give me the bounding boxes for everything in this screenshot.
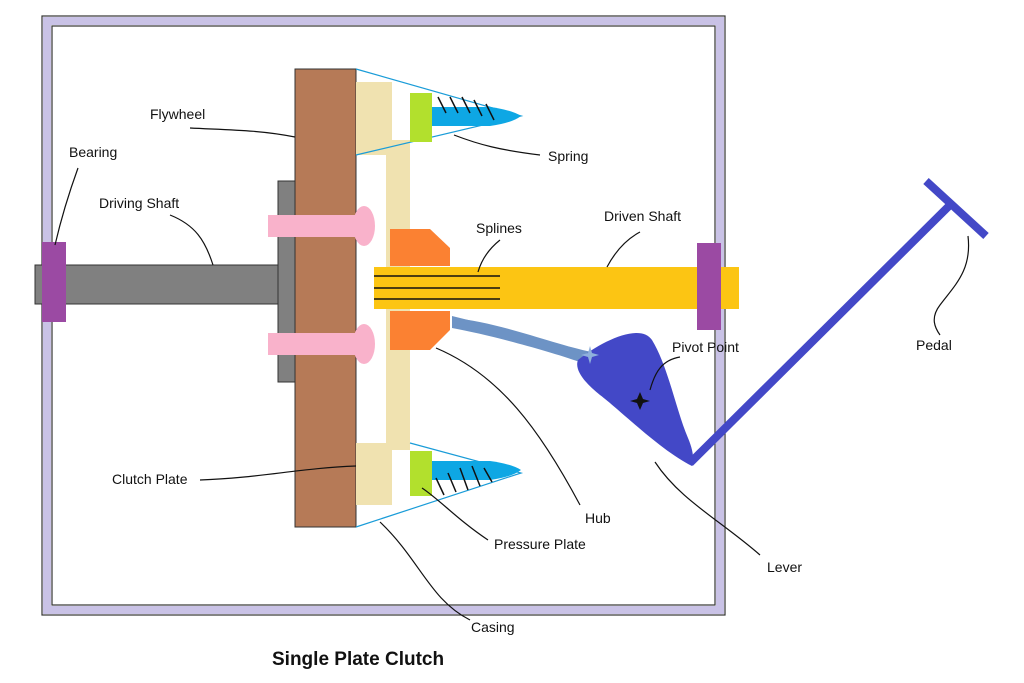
leader-pressure-plate (421, 487, 489, 541)
splines (374, 275, 500, 300)
bearing-right (697, 243, 721, 330)
spring-lower (410, 451, 521, 496)
leader-flywheel (189, 127, 296, 138)
label-bearing: Bearing (69, 144, 117, 160)
bearing-left (42, 242, 66, 322)
leader-pedal (933, 235, 970, 336)
clutch-plate-lower-block (356, 443, 392, 505)
link-joint-icon (581, 346, 599, 364)
leader-driven-shaft (606, 231, 641, 268)
casing-lower (355, 442, 524, 528)
label-pedal: Pedal (916, 337, 952, 353)
leader-hub (435, 347, 581, 506)
spring-upper (410, 93, 521, 142)
leader-lever (654, 461, 761, 556)
label-clutch-plate: Clutch Plate (112, 471, 188, 487)
diagram-title: Single Plate Clutch (272, 649, 444, 670)
hub-lower (390, 311, 450, 350)
label-lever: Lever (767, 559, 802, 575)
leader-driving-shaft (169, 214, 214, 266)
label-hub: Hub (585, 510, 611, 526)
label-pressure-plate: Pressure Plate (494, 536, 586, 552)
label-splines: Splines (476, 220, 522, 236)
lever-link-body (452, 318, 592, 362)
leader-casing (379, 521, 471, 621)
lever (577, 332, 694, 466)
clutch-plate-upper-block (356, 82, 392, 155)
leader-lines (54, 127, 970, 621)
pedal-bar (923, 178, 989, 239)
label-flywheel: Flywheel (150, 106, 205, 122)
label-pivot-point: Pivot Point (672, 339, 739, 355)
leader-bearing (54, 167, 79, 246)
bolt-upper (268, 206, 375, 246)
flywheel (294, 68, 357, 528)
leader-clutch-plate (199, 465, 357, 481)
label-driving-shaft: Driving Shaft (99, 195, 179, 211)
pedal-arm (687, 202, 953, 466)
leader-spring (453, 134, 541, 156)
label-spring: Spring (548, 148, 588, 164)
leader-pivot-point (649, 356, 681, 391)
leader-splines (477, 239, 501, 273)
driving-shaft (34, 264, 301, 305)
pivot-point-icon (630, 392, 650, 410)
label-driven-shaft: Driven Shaft (604, 208, 681, 224)
hub-upper (390, 229, 450, 266)
label-casing: Casing (471, 619, 515, 635)
bolt-lower (268, 324, 375, 364)
